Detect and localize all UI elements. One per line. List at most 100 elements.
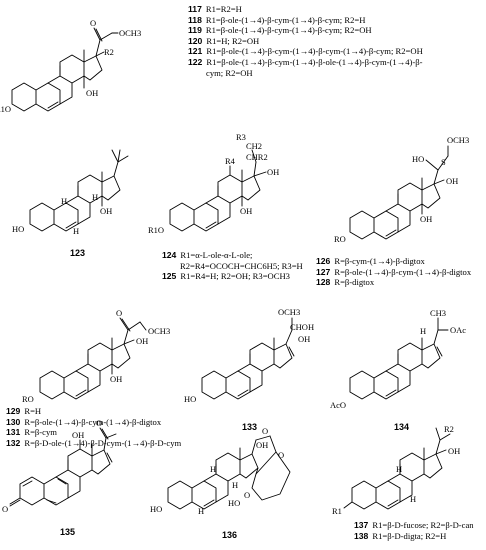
atom-o2: O [278, 450, 284, 460]
atom-r1: R1 [332, 506, 342, 516]
atom-ho: HO [412, 154, 424, 164]
substituent-text: R=β-ole-(1→4)-β-cym-(1→4)-β-digtox [24, 416, 162, 427]
compound-label-135: 135 [60, 527, 75, 537]
atom-aco: AcO [330, 400, 346, 410]
substituent-text: R1=R4=H; R2=OH; R3=OCH3 [180, 271, 290, 282]
atom-h1: H [396, 464, 402, 474]
atom-r2: R2 [444, 424, 454, 434]
compound-number: 118 [188, 14, 202, 25]
atom-h3: H [198, 506, 204, 516]
legend-row: cym; R2=OH [188, 68, 423, 79]
atom-oh1: OH [136, 336, 148, 346]
structure-124-125: R4 R3 CH2 CHR2 OH OH R1O [148, 132, 279, 235]
atom-oh: OH [86, 88, 98, 98]
substituent-text: R=β-D-ole-(1→4)-β-D-cym-(1→4)-β-D-cym [24, 437, 182, 448]
atom-ho2: HO [228, 498, 240, 508]
substituent-text: R2=R4=OCOCH=CHC6H5; R3=H [180, 260, 303, 271]
structure-137-138: R2 OH R1 H H [332, 424, 460, 516]
substituent-text: R1=β-ole-(1→4)-β-cym-(1→4)-β-cym; R2=OH [205, 25, 372, 36]
atom-h: H [420, 326, 426, 336]
atom-methoxy: OCH3 [119, 28, 141, 38]
atom-o: O [2, 504, 8, 514]
compound-number: 127 [316, 266, 331, 277]
substituent-text: R1=β-ole-(1→4)-β-cym-(1→4)-β-cym; R2=H [205, 14, 366, 25]
atom-h2: H [232, 480, 238, 490]
substituent-text: R1=β-ole-(1→4)-β-cym-(1→4)-β-ole-(1→4)-β… [206, 56, 423, 67]
substituent-text: R=H [24, 406, 42, 416]
atom-oh2: OH [240, 206, 252, 216]
compound-number: 126 [316, 256, 331, 266]
compound-number: 121 [188, 46, 203, 57]
compound-label-134: 134 [394, 422, 409, 432]
compound-number: 117 [188, 4, 202, 14]
atom-oh1: OH [446, 176, 458, 186]
compound-number: 132 [6, 437, 21, 448]
structure-135: OH O O [2, 418, 117, 514]
atom-och3: OCH3 [447, 135, 469, 145]
atom-och3: OCH3 [278, 307, 300, 317]
substituent-text: R=β-cym-(1→4)-β-digtox [334, 256, 425, 266]
atom-o3: O [244, 490, 250, 500]
atom-oh1: OH [256, 440, 268, 450]
atom-r3: R3 [236, 132, 246, 142]
structure-123: OH HO H H H [12, 149, 129, 236]
compound-number: 122 [188, 56, 203, 67]
structure-136: O O OH HO HO H H H O [150, 426, 291, 516]
structure-134: CH3 H OAc AcO [330, 308, 466, 410]
atom-ketone-O: O [116, 308, 122, 318]
atom-r1o: R1O [148, 225, 164, 235]
compound-number: 138 [354, 530, 369, 541]
compound-number: 137 [354, 520, 369, 530]
substituent-text: R1=α-L-ole-α-L-ole; [180, 250, 253, 260]
atom-oh: OH [72, 430, 84, 440]
atom-oh: OH [100, 206, 112, 216]
atom-methoxy: OCH3 [148, 326, 170, 336]
atom-ho: HO [184, 394, 196, 404]
atom-o1: O [262, 426, 268, 436]
atom-oh2: OH [110, 374, 122, 384]
compound-number: 120 [188, 35, 203, 46]
atom-oh2: OH [420, 214, 432, 224]
compound-number: 130 [6, 416, 21, 427]
atom-oh: OH [448, 446, 460, 456]
atom-r1o: R1O [0, 104, 11, 114]
atom-s: S [441, 157, 446, 167]
structure-129-132: O OCH3 OH OH RO [22, 308, 170, 404]
compound-number: 131 [6, 427, 21, 438]
atom-ro: RO [22, 394, 34, 404]
compound-number: 128 [316, 277, 331, 288]
atom-ketone-O: O [90, 18, 96, 28]
atom-r4: R4 [225, 156, 236, 166]
substituent-text: R1=H; R2=OH [206, 35, 260, 46]
atom-oh1: OH [267, 167, 279, 177]
substituent-text: R1=β-ole-(1→4)-β-cym-(1→4)-β-cym-(1→4)-β… [206, 46, 423, 57]
substituent-text: R1=β-D-fucose; R2=β-D-can [372, 520, 474, 530]
substituent-text: R=β-digtox [334, 277, 375, 288]
compound-number: 129 [6, 406, 21, 416]
structure-133: OCH3 CHOH OH HO [184, 307, 314, 404]
substituent-text: R1=β-D-digta; R2=H [372, 530, 447, 541]
substituent-text: R=β-cym [24, 427, 57, 438]
compound-number: 125 [162, 271, 177, 282]
atom-h3: H [92, 192, 98, 202]
atom-h2: H [73, 226, 79, 236]
compound-label-133: 133 [242, 422, 257, 432]
